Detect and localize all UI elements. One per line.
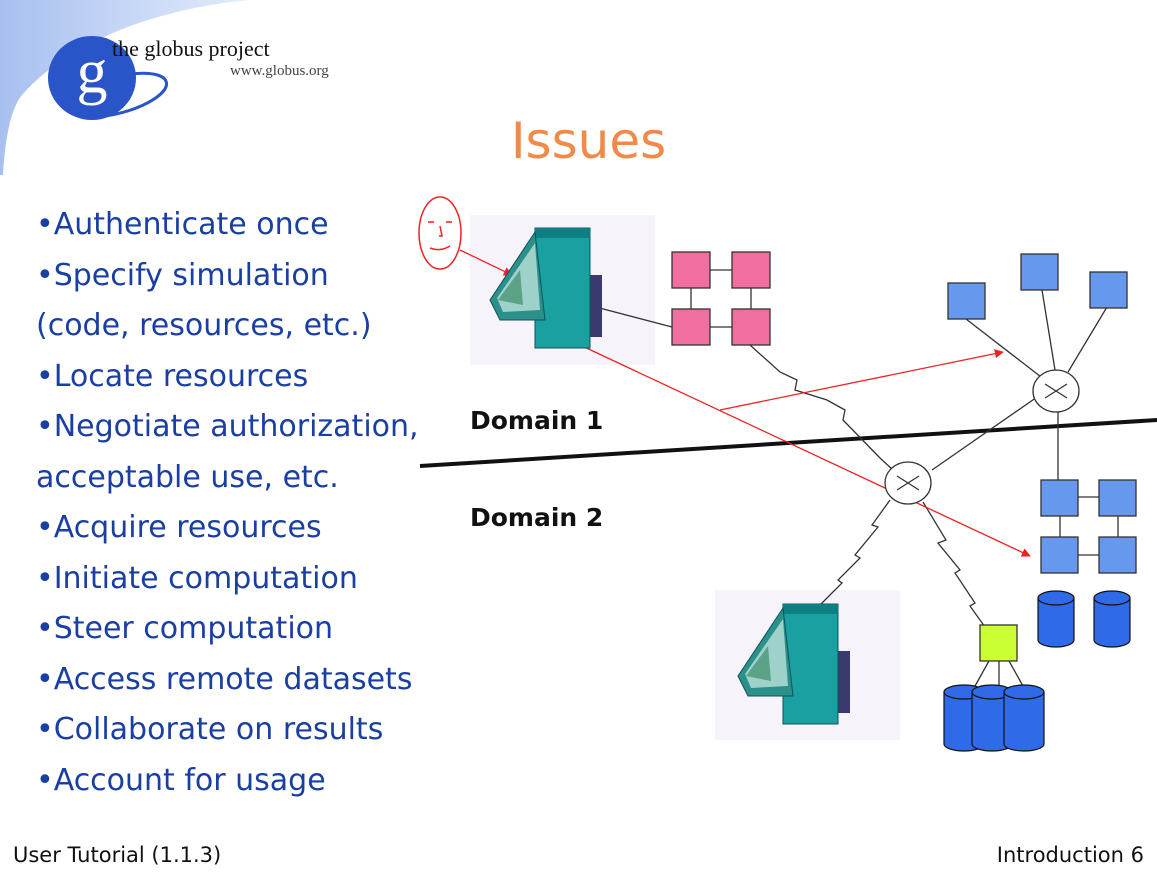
globus-logo-icon: g xyxy=(48,36,169,120)
bullet-item: •Acquire resources xyxy=(36,510,322,545)
bullet-list: •Authenticate once •Specify simulation (co… xyxy=(36,200,419,806)
router-icon xyxy=(1032,369,1080,413)
bullet-item: acceptable use, etc. xyxy=(36,459,339,495)
logo-name: the globus project xyxy=(112,36,270,61)
bullet-item: •Authenticate once xyxy=(36,207,329,242)
bullet-item: •Collaborate on results xyxy=(36,712,384,747)
disk-icon xyxy=(1003,684,1045,752)
request-arrows xyxy=(459,249,1031,557)
domain-1-label: Domain 1 xyxy=(470,406,604,435)
disk-icon xyxy=(1093,590,1131,648)
workstation-icon xyxy=(737,603,850,725)
bullet-item: •Negotiate authorization, xyxy=(36,409,419,444)
bullet-item: •Steer computation xyxy=(36,611,334,646)
footer-left: User Tutorial (1.1.3) xyxy=(13,843,222,867)
router-icon xyxy=(884,461,932,505)
bullet-item: (code, resources, etc.) xyxy=(36,308,372,343)
cluster-node-icon xyxy=(1040,479,1137,574)
domain-2-label: Domain 2 xyxy=(470,503,604,532)
bullet-item: •Access remote datasets xyxy=(36,661,413,697)
cluster-node-icon xyxy=(671,251,771,346)
bullet-item: •Locate resources xyxy=(36,358,309,394)
workstation-icon xyxy=(489,227,602,349)
slide-title: Issues xyxy=(510,112,667,170)
logo-swoosh xyxy=(0,0,250,175)
user-face-icon xyxy=(418,196,462,270)
svg-text:g: g xyxy=(77,38,108,106)
storage-disk-icon xyxy=(943,590,1131,752)
disk-icon xyxy=(1037,590,1075,648)
cluster-node-icon xyxy=(947,253,1128,320)
bullet-item: •Account for usage xyxy=(36,762,326,798)
footer-right: Introduction 6 xyxy=(996,843,1144,867)
logo-url: www.globus.org xyxy=(230,63,329,79)
cluster-node-icon xyxy=(979,624,1018,662)
bullet-item: •Specify simulation xyxy=(36,257,329,293)
bullet-item: •Initiate computation xyxy=(36,560,358,596)
